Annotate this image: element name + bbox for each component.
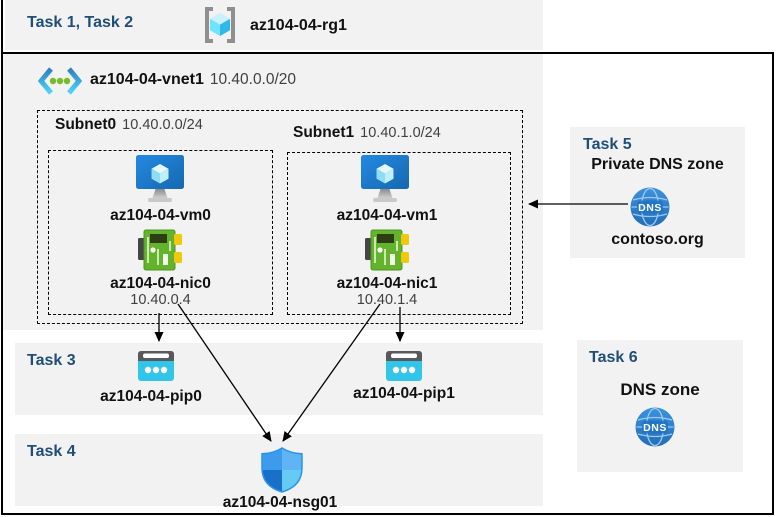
outer-border-stub — [1, 0, 3, 54]
task6-box: Task 6 DNS zone DNS — [577, 340, 743, 472]
subnet1-title: Subnet1 10.40.1.0/24 — [293, 124, 441, 142]
subnet0-box — [48, 150, 273, 315]
task5-box: Task 5 Private DNS zone DNS contoso.org — [570, 127, 745, 258]
dns-zone-icon-text: DNS — [643, 422, 667, 434]
private-dns-icon-text: DNS — [638, 202, 662, 214]
subnet0-title: Subnet0 10.40.0.0/24 — [55, 116, 203, 134]
task6-label: Task 6 — [589, 349, 638, 366]
vm1-label: az104-04-vm1 — [336, 207, 438, 224]
nic0-label: az104-04-nic0 — [110, 275, 211, 292]
vnet-name: az104-04-vnet1 — [90, 71, 204, 88]
subnet1-box — [287, 152, 511, 315]
task3-band: Task 3 az104-04-pip0 az104-04-pip1 — [15, 343, 543, 415]
nic1-ip: 10.40.1.4 — [356, 292, 418, 308]
vnet-icon — [38, 66, 82, 96]
dns-zone-title: DNS zone — [620, 380, 700, 399]
nic0-ip: 10.40.0.4 — [130, 292, 191, 308]
subnet0-name: Subnet0 — [55, 116, 117, 133]
vnet-region: az104-04-vnet1 10.40.0.0/20 Subnet0 10.40.… — [3, 54, 543, 330]
task4-label: Task 4 — [27, 443, 76, 460]
subnet1-cidr: 10.40.1.0/24 — [360, 125, 441, 141]
dns-zone-icon: DNS — [635, 407, 675, 447]
vm0-icon — [135, 155, 185, 203]
private-dns-zone-name: contoso.org — [611, 231, 704, 248]
vm1-icon — [360, 155, 410, 203]
task5-label: Task 5 — [583, 136, 632, 153]
pip0-icon — [138, 349, 174, 383]
task12-band: Task 1, Task 2 az104-04-rg1 — [5, 0, 543, 50]
nsg-icon — [261, 447, 303, 493]
pip1-label: az104-04-pip1 — [353, 385, 455, 402]
nic1-label: az104-04-nic1 — [336, 275, 438, 292]
task3-label: Task 3 — [27, 352, 76, 369]
task4-band: Task 4 az104-04-nsg01 — [15, 434, 543, 511]
resource-group-name: az104-04-rg1 — [250, 17, 347, 34]
vm0-label: az104-04-vm0 — [110, 207, 211, 224]
task12-label: Task 1, Task 2 — [27, 14, 134, 31]
private-dns-icon: DNS — [630, 187, 670, 227]
nic1-icon — [365, 227, 409, 273]
subnet0-cidr: 10.40.0.0/24 — [122, 117, 203, 133]
pip0-label: az104-04-pip0 — [100, 388, 202, 405]
nic0-icon — [138, 227, 182, 273]
vnet-cidr: 10.40.0.0/20 — [209, 71, 297, 88]
nsg-label: az104-04-nsg01 — [222, 494, 338, 511]
subnet1-name: Subnet1 — [293, 124, 355, 141]
vnet-title: az104-04-vnet1 10.40.0.0/20 — [90, 71, 296, 89]
private-dns-title: Private DNS zone — [591, 156, 724, 173]
pip1-icon — [386, 349, 422, 383]
subnets-boundary — [37, 110, 523, 324]
resource-group-icon — [200, 5, 240, 45]
